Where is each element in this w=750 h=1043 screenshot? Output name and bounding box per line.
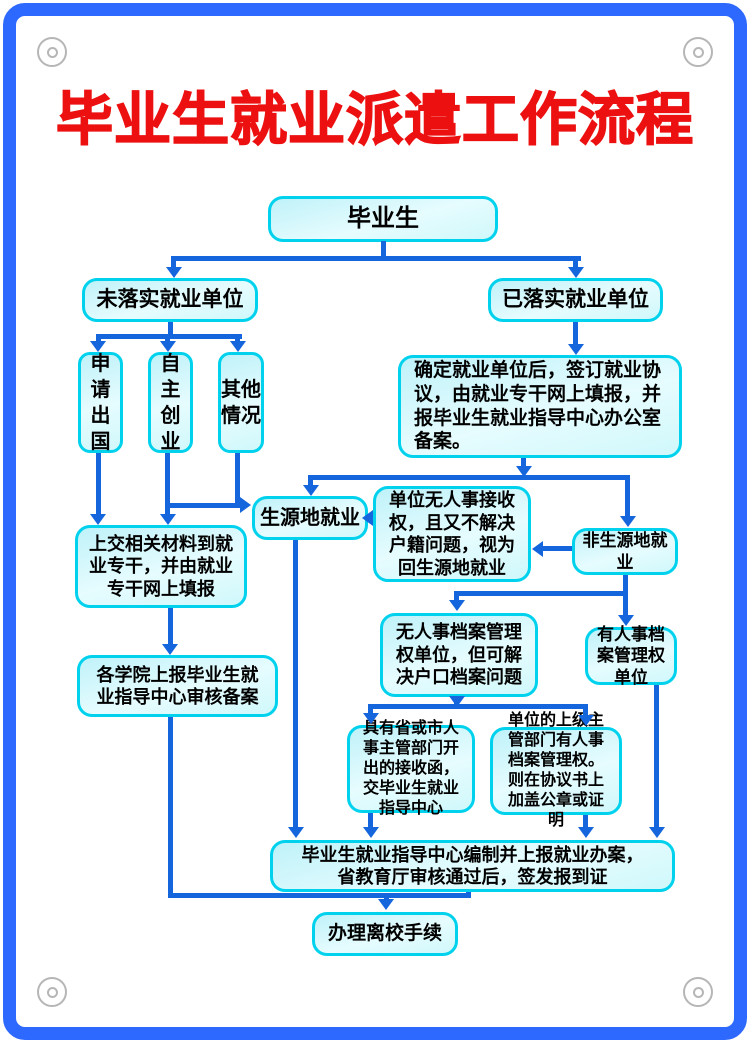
connector bbox=[235, 453, 240, 508]
connector bbox=[381, 241, 386, 258]
screw-icon bbox=[683, 977, 713, 1007]
center-issue-line1: 毕业生就业指导中心编制并上报就业办案， bbox=[301, 844, 644, 865]
screw-icon bbox=[37, 37, 67, 67]
connector bbox=[368, 704, 588, 709]
connector bbox=[171, 256, 176, 268]
arrowhead-down bbox=[449, 600, 465, 611]
screw-center-icon bbox=[46, 46, 58, 58]
connector bbox=[168, 717, 173, 898]
node-apply-abroad: 申请出国 bbox=[78, 352, 123, 453]
arrowhead-down bbox=[166, 267, 182, 278]
arrowhead-down bbox=[618, 615, 634, 626]
arrowhead-down bbox=[516, 466, 532, 477]
node-no-hr-accept-right: 单位无人事接收权，且又不解决户籍问题，视为回生源地就业 bbox=[373, 486, 531, 582]
arrowhead-down bbox=[162, 644, 178, 655]
arrowhead-down bbox=[649, 827, 665, 838]
node-college-report: 各学院上报毕业生就业指导中心审核备案 bbox=[77, 655, 278, 717]
arrowhead-left bbox=[532, 541, 543, 557]
arrowhead-down bbox=[90, 514, 106, 525]
node-has-archive-right: 有人事档案管理权单位 bbox=[585, 625, 677, 687]
connector bbox=[168, 608, 173, 644]
connector bbox=[308, 475, 313, 486]
connector bbox=[235, 334, 240, 342]
node-leave-school: 办理离校手续 bbox=[312, 912, 458, 956]
connector bbox=[583, 815, 588, 828]
arrowhead-down bbox=[378, 899, 394, 910]
arrowhead-down bbox=[363, 827, 379, 838]
screw-center-icon bbox=[46, 986, 58, 998]
arrowhead-down bbox=[578, 715, 594, 726]
center-issue-line2: 省教育厅审核通过后，签发报到证 bbox=[337, 867, 608, 887]
node-graduate: 毕业生 bbox=[268, 196, 498, 242]
poster-title: 毕业生就业派遣工作流程 bbox=[55, 88, 694, 153]
connector bbox=[168, 893, 471, 898]
connector bbox=[368, 704, 373, 714]
arrowhead-down bbox=[568, 267, 584, 278]
connector bbox=[165, 453, 170, 515]
node-other-cases: 其他情况 bbox=[218, 352, 264, 453]
connector bbox=[625, 475, 630, 516]
arrowhead-down bbox=[363, 713, 379, 724]
arrowhead-down bbox=[230, 341, 246, 352]
node-confirm-employer: 确定就业单位后，签订就业协议，由就业专干网上填报，并报毕业生就业指导中心办公室备… bbox=[398, 355, 682, 458]
arrowhead-right bbox=[240, 497, 251, 513]
connector bbox=[96, 334, 101, 342]
node-non-origin-employment: 非生源地就业 bbox=[572, 528, 678, 575]
connector bbox=[96, 453, 101, 515]
arrowhead-down bbox=[620, 516, 636, 527]
node-center-issue-card: 毕业生就业指导中心编制并上报就业办案， 省教育厅审核通过后，签发报到证 bbox=[270, 840, 675, 892]
connector bbox=[454, 591, 459, 601]
node-acceptance-letter: 具有省或市人事主管部门开出的接收函，交毕业生就业指导中心 bbox=[347, 720, 475, 817]
connector bbox=[542, 546, 572, 551]
connector bbox=[308, 475, 630, 480]
arrowhead-down bbox=[160, 341, 176, 352]
arrowhead-down bbox=[288, 827, 304, 838]
connector bbox=[521, 458, 526, 467]
node-submit-materials: 上交相关材料到就业专干，并由就业专干网上填报 bbox=[75, 525, 247, 608]
connector bbox=[454, 591, 626, 596]
node-origin-place-employment: 生源地就业 bbox=[252, 496, 368, 540]
arrowhead-down bbox=[90, 341, 106, 352]
node-has-employer: 已落实就业单位 bbox=[488, 278, 663, 322]
arrowhead-down bbox=[449, 696, 465, 707]
screw-icon bbox=[37, 977, 67, 1007]
screw-center-icon bbox=[692, 46, 704, 58]
arrowhead-down bbox=[160, 514, 176, 525]
connector bbox=[573, 322, 578, 345]
connector bbox=[165, 503, 240, 508]
connector bbox=[384, 896, 389, 900]
arrowhead-down bbox=[568, 344, 584, 355]
arrowhead-down bbox=[303, 485, 319, 496]
connector bbox=[165, 334, 170, 342]
node-no-archive-right: 无人事档案管理权单位，但可解决户口档案问题 bbox=[380, 613, 538, 697]
connector bbox=[573, 256, 578, 268]
arrowhead-down bbox=[578, 827, 594, 838]
node-self-startup: 自主创业 bbox=[148, 352, 193, 453]
connector bbox=[368, 813, 373, 828]
screw-icon bbox=[683, 37, 713, 67]
screw-center-icon bbox=[692, 986, 704, 998]
connector bbox=[654, 685, 659, 828]
node-no-employer: 未落实就业单位 bbox=[82, 278, 258, 322]
node-superior-dept-stamp: 单位的上级主管部门有人事档案管理权。则在协议书上加盖公章或证明 bbox=[490, 712, 622, 829]
connector bbox=[583, 704, 588, 716]
connector bbox=[171, 256, 581, 261]
arrowhead-left bbox=[362, 510, 373, 526]
connector bbox=[168, 322, 173, 336]
connector bbox=[293, 540, 298, 828]
